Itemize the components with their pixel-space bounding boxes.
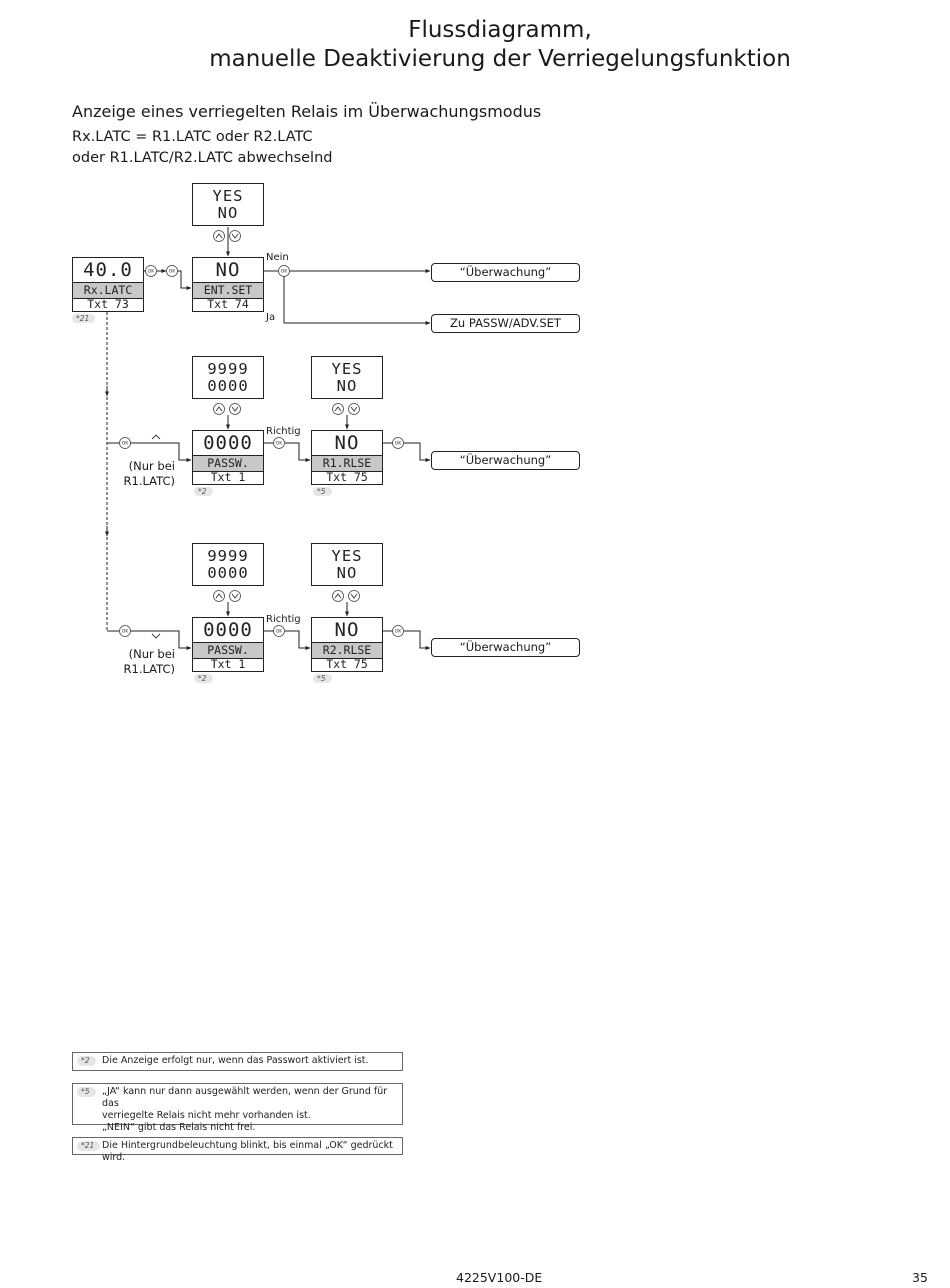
lcd-rlse1: NO R1.RLSE Txt 75	[311, 430, 383, 485]
lcd-value: 0000	[203, 432, 253, 454]
page-number: 35	[912, 1270, 928, 1285]
lcd-text-id: Txt 1	[210, 657, 246, 671]
lcd-text-id: Txt 1	[210, 470, 246, 484]
result-ueberwachung: “Überwachung”	[431, 263, 580, 282]
up-arrow-icon	[334, 593, 342, 599]
ok-button-rlse2[interactable]: OK	[395, 629, 403, 635]
lcd-text-id: Txt 75	[326, 657, 368, 671]
footnote-tag: *2	[77, 1056, 96, 1066]
footnote-tag: *21	[77, 1141, 101, 1151]
footnote-tag-2: *2	[194, 674, 213, 683]
ok-button-pass2[interactable]: OK	[276, 629, 284, 635]
up-arrow-icon	[215, 406, 223, 412]
footnote-text: Die Hintergrundbeleuchtung blinkt, bis e…	[102, 1140, 393, 1163]
up-arrow-icon	[151, 434, 161, 440]
result-zu-passw-adv-set: Zu PASSW/ADV.SET	[431, 314, 580, 333]
lcd-parameter: ENT.SET	[193, 282, 263, 299]
label-richtig: Richtig	[266, 426, 301, 437]
ok-button-latc-2[interactable]: OK	[169, 269, 177, 275]
lcd-latc: 40.0 Rx.LATC Txt 73	[72, 257, 144, 312]
note-only-r1-latc: (Nur bei R1.LATC)	[123, 647, 175, 676]
lcd-entset: NO ENT.SET Txt 74	[192, 257, 264, 312]
document-id: 4225V100-DE	[456, 1270, 543, 1285]
page-title-line2: manuelle Deaktivierung der Verriegelungs…	[209, 46, 791, 72]
lcd-value: NO	[334, 432, 360, 454]
ok-button-up-branch[interactable]: OK	[122, 441, 130, 447]
footnote-text: „JA“ kann nur dann ausgewählt werden, we…	[102, 1086, 388, 1133]
footnote-tag: *5	[77, 1087, 96, 1097]
result-ueberwachung: “Überwachung”	[431, 451, 580, 470]
lcd-value: NO	[334, 619, 360, 641]
options-entset: YES NO	[192, 183, 264, 226]
down-arrow-icon	[350, 593, 358, 599]
lcd-pass2: 0000 PASSW. Txt 1	[192, 617, 264, 672]
lcd-text-id: Txt 73	[87, 297, 129, 311]
label-nein: Nein	[266, 252, 289, 263]
options-rlse1: YES NO	[311, 356, 383, 399]
section-subtitle: Anzeige eines verriegelten Relais im Übe…	[72, 102, 542, 121]
ok-button-entset[interactable]: OK	[281, 269, 289, 275]
up-arrow-icon	[215, 593, 223, 599]
down-arrow-icon	[231, 233, 239, 239]
lcd-parameter: Rx.LATC	[73, 282, 143, 299]
up-arrow-icon	[334, 406, 342, 412]
down-arrow-icon	[151, 633, 161, 639]
footnote-tag-5: *5	[313, 674, 332, 683]
lcd-parameter: PASSW.	[193, 642, 263, 659]
ok-button-down-branch[interactable]: OK	[122, 629, 130, 635]
lcd-rlse2: NO R2.RLSE Txt 75	[311, 617, 383, 672]
ok-button-latc-1[interactable]: OK	[148, 269, 156, 275]
label-richtig: Richtig	[266, 614, 301, 625]
lcd-value: NO	[215, 259, 241, 281]
footnote-tag-21: *21	[72, 314, 96, 323]
result-ueberwachung: “Überwachung”	[431, 638, 580, 657]
ok-button-pass1[interactable]: OK	[276, 441, 284, 447]
lcd-parameter: R1.RLSE	[312, 455, 382, 472]
page-title-line1: Flussdiagramm,	[408, 17, 592, 43]
note-only-r1-latc: (Nur bei R1.LATC)	[123, 459, 175, 488]
lcd-parameter: PASSW.	[193, 455, 263, 472]
lcd-value: 40.0	[83, 259, 133, 281]
footnote-tag-2: *2	[194, 487, 213, 496]
lcd-pass1: 0000 PASSW. Txt 1	[192, 430, 264, 485]
down-arrow-icon	[231, 406, 239, 412]
section-line1: Rx.LATC = R1.LATC oder R2.LATC	[72, 129, 313, 145]
up-arrow-icon	[215, 233, 223, 239]
down-arrow-icon	[350, 406, 358, 412]
lcd-text-id: Txt 75	[326, 470, 368, 484]
section-line2: oder R1.LATC/R2.LATC abwechselnd	[72, 150, 333, 166]
footnote-tag-5: *5	[313, 487, 332, 496]
lcd-text-id: Txt 74	[207, 297, 249, 311]
options-rlse2: YES NO	[311, 543, 383, 586]
lcd-value: 0000	[203, 619, 253, 641]
footnote-5: *5 „JA“ kann nur dann ausgewählt werden,…	[72, 1083, 403, 1133]
footnote-2: *2 Die Anzeige erfolgt nur, wenn das Pas…	[72, 1052, 403, 1071]
label-ja: Ja	[266, 312, 276, 323]
lcd-parameter: R2.RLSE	[312, 642, 382, 659]
down-arrow-icon	[231, 593, 239, 599]
options-pass2: 9999 0000	[192, 543, 264, 586]
ok-button-rlse1[interactable]: OK	[395, 441, 403, 447]
footnote-21: *21 Die Hintergrundbeleuchtung blinkt, b…	[72, 1137, 403, 1163]
flow-connectors: OK OK OK OK OK OK OK OK OK	[105, 227, 431, 650]
options-pass1: 9999 0000	[192, 356, 264, 399]
footnote-text: Die Anzeige erfolgt nur, wenn das Passwo…	[102, 1055, 369, 1066]
